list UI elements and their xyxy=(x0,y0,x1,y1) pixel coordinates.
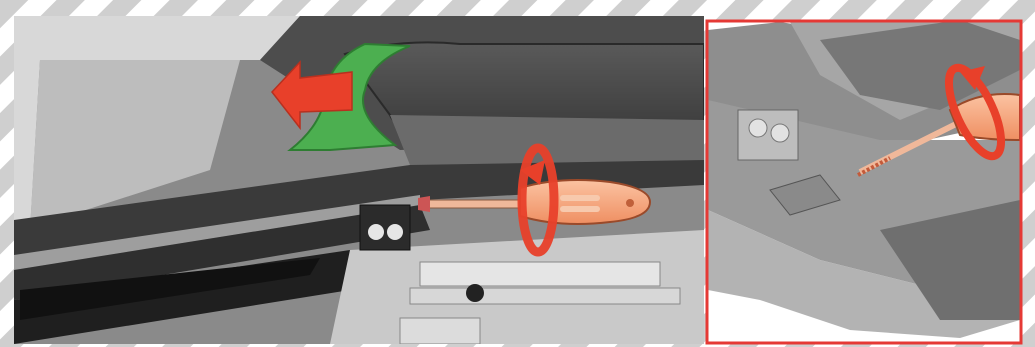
detail-panel xyxy=(708,20,1020,342)
knob xyxy=(466,284,484,302)
main-panel xyxy=(14,16,704,344)
